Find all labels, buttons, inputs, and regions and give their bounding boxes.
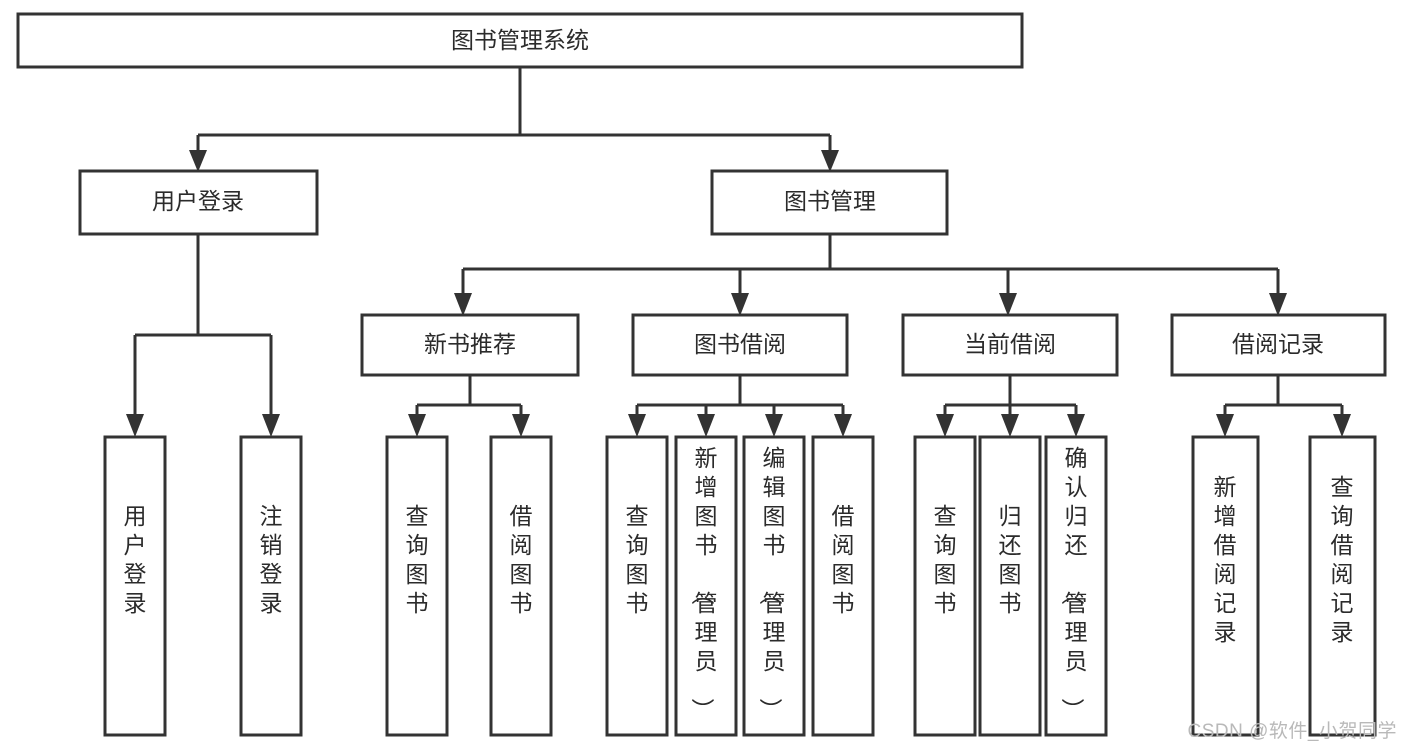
arrow-leaf-user-login (126, 414, 144, 437)
arrow-leaf-query-book-3 (936, 414, 954, 437)
arrow-user-login (189, 150, 207, 172)
leaf-logout-login-box[interactable] (239, 435, 303, 737)
leaf-add-book-label: 新增图书（管理员） (690, 445, 718, 721)
arrow-leaf-edit-book (765, 414, 783, 437)
leaf-add-record-label: 新增借阅记录 (1214, 474, 1237, 645)
node-book-borrow-box[interactable] (631, 313, 849, 377)
leaf-logout-login[interactable]: 注销登录 (239, 435, 303, 737)
leaf-query-book-3-box[interactable] (913, 435, 977, 737)
node-new-book-recommend-box[interactable] (360, 313, 580, 377)
leaf-edit-book-label: 编辑图书（管理员） (758, 445, 786, 721)
node-user-login-label: 用户登录 (152, 188, 244, 214)
arrow-leaf-borrow-book-2 (834, 414, 852, 437)
node-new-book-recommend-label: 新书推荐 (424, 331, 516, 357)
arrow-leaf-add-record (1216, 414, 1234, 437)
leaf-borrow-book-1-label: 借阅图书 (510, 503, 533, 616)
arrow-leaf-logout-login (262, 414, 280, 437)
node-current-borrow-box[interactable] (901, 313, 1119, 377)
leaf-return-book-box[interactable] (978, 435, 1042, 737)
node-book-manage-label: 图书管理 (784, 188, 876, 214)
node-current-borrow-label: 当前借阅 (964, 331, 1056, 357)
node-book-manage-box[interactable] (710, 169, 949, 236)
leaf-query-record-label: 查询借阅记录 (1331, 474, 1354, 645)
node-user-login-box[interactable] (78, 169, 319, 236)
node-book-manage[interactable]: 图书管理 (710, 169, 949, 236)
leaf-user-login-box[interactable] (103, 435, 167, 737)
leaf-query-book-2[interactable]: 查询图书 (605, 435, 669, 737)
leaf-confirm-return-box[interactable] (1044, 435, 1108, 737)
node-borrow-record[interactable]: 借阅记录 (1170, 313, 1387, 377)
leaf-query-book-2-label: 查询图书 (626, 503, 649, 616)
node-current-borrow[interactable]: 当前借阅 (901, 313, 1119, 377)
node-book-borrow-label: 图书借阅 (694, 331, 786, 357)
leaf-logout-login-label: 注销登录 (260, 503, 283, 616)
leaf-query-book-1-label: 查询图书 (406, 503, 429, 616)
leaf-add-record-box[interactable] (1191, 435, 1260, 737)
leaf-borrow-book-2-box[interactable] (811, 435, 875, 737)
node-root-label: 图书管理系统 (451, 27, 589, 53)
arrow-leaf-confirm-return (1067, 414, 1085, 437)
leaf-borrow-book-2[interactable]: 借阅图书 (811, 435, 875, 737)
leaf-return-book[interactable]: 归还图书 (978, 435, 1042, 737)
arrow-leaf-add-book (697, 414, 715, 437)
leaf-query-book-3-label: 查询图书 (934, 503, 957, 616)
connector-layer (126, 67, 1351, 437)
leaf-edit-book[interactable]: 编辑图书（管理员） (742, 435, 806, 737)
leaf-user-login-label: 用户登录 (124, 503, 147, 616)
node-borrow-record-box[interactable] (1170, 313, 1387, 377)
leaf-query-record[interactable]: 查询借阅记录 (1308, 435, 1377, 737)
arrow-book-manage (821, 150, 839, 172)
leaf-query-book-1[interactable]: 查询图书 (385, 435, 449, 737)
leaf-return-book-label: 归还图书 (999, 503, 1022, 616)
node-user-login[interactable]: 用户登录 (78, 169, 319, 236)
arrow-leaf-query-record (1333, 414, 1351, 437)
leaf-query-book-1-box[interactable] (385, 435, 449, 737)
node-root-box[interactable] (16, 12, 1024, 69)
leaf-add-book[interactable]: 新增图书（管理员） (674, 435, 738, 737)
arrow-new-book-recommend (454, 293, 472, 316)
arrow-borrow-record (1269, 293, 1287, 316)
leaf-borrow-book-1[interactable]: 借阅图书 (489, 435, 553, 737)
leaf-add-record[interactable]: 新增借阅记录 (1191, 435, 1260, 737)
arrow-leaf-query-book-1 (408, 414, 426, 437)
leaf-borrow-book-2-label: 借阅图书 (832, 503, 855, 616)
leaf-add-book-box[interactable] (674, 435, 738, 737)
arrow-current-borrow (999, 293, 1017, 316)
csdn-watermark: CSDN @软件_小贺同学 (1187, 721, 1397, 742)
arrow-leaf-query-book-2 (628, 414, 646, 437)
arrow-book-borrow (731, 293, 749, 316)
node-new-book-recommend[interactable]: 新书推荐 (360, 313, 580, 377)
leaf-user-login[interactable]: 用户登录 (103, 435, 167, 737)
leaf-confirm-return-label: 确认归还（管理员） (1060, 445, 1088, 721)
arrow-leaf-return-book (1001, 414, 1019, 437)
node-book-borrow[interactable]: 图书借阅 (631, 313, 849, 377)
node-borrow-record-label: 借阅记录 (1232, 331, 1324, 357)
node-root[interactable]: 图书管理系统 (16, 12, 1024, 69)
leaf-query-book-3[interactable]: 查询图书 (913, 435, 977, 737)
arrow-leaf-borrow-book-1 (512, 414, 530, 437)
leaf-confirm-return[interactable]: 确认归还（管理员） (1044, 435, 1108, 737)
leaf-borrow-book-1-box[interactable] (489, 435, 553, 737)
leaf-edit-book-box[interactable] (742, 435, 806, 737)
leaf-query-book-2-box[interactable] (605, 435, 669, 737)
leaf-query-record-box[interactable] (1308, 435, 1377, 737)
